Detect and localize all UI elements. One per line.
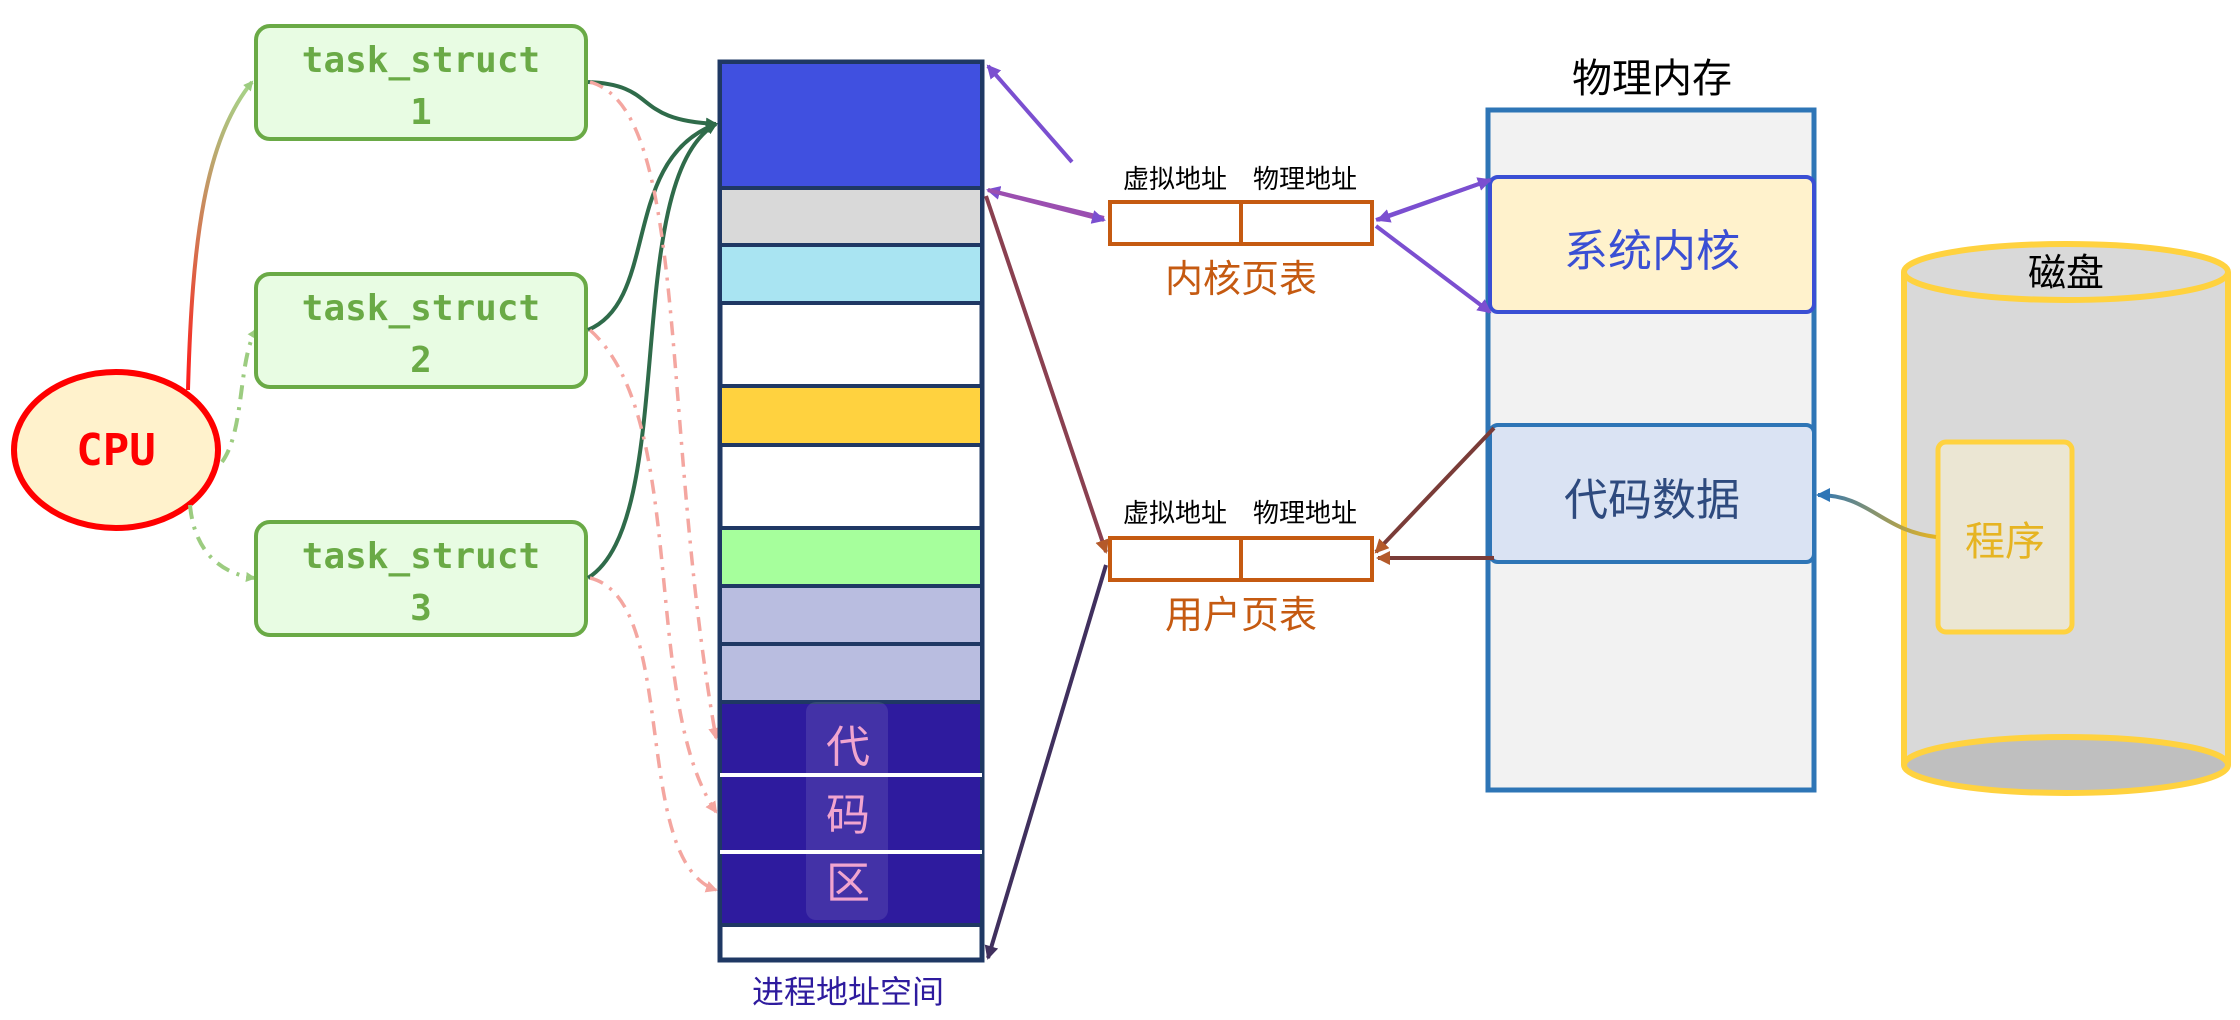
address-to-kernel-table-arrow xyxy=(987,188,1106,224)
kernel-table-to-address-top-arrow xyxy=(986,64,1074,164)
task-struct-1-name: task_struct xyxy=(302,40,540,81)
cpu-to-task2-arrow xyxy=(220,328,258,464)
cpu-to-task3-arrow xyxy=(188,504,256,582)
code-data-memory-label: 代码数据 xyxy=(1564,475,1740,526)
task-struct-3: task_struct 3 xyxy=(254,520,588,637)
kernel-memory-block xyxy=(1488,175,1816,314)
task1-to-address-space-arrow xyxy=(587,80,718,130)
process-address-space: 代 码 区 进程地址空间 xyxy=(717,59,985,1011)
kernel-table-physical-header: 物理地址 xyxy=(1253,165,1357,195)
address-space-title: 进程地址空间 xyxy=(752,973,944,1011)
kernel-table-to-memory-arrow-2 xyxy=(1374,224,1492,314)
disk-title: 磁盘 xyxy=(2028,251,2104,295)
cpu-to-task1-arrow xyxy=(186,80,254,391)
task2-to-address-space-arrow xyxy=(587,121,718,332)
user-table-physical-header: 物理地址 xyxy=(1253,499,1357,529)
segment-lavender-1 xyxy=(722,588,980,643)
segment-green xyxy=(722,530,980,585)
user-table-title: 用户页表 xyxy=(1165,593,1317,637)
code-area-segment xyxy=(722,704,980,925)
kernel-page-table: 虚拟地址 物理地址 内核页表 xyxy=(1108,165,1374,301)
task-struct-2: task_struct 2 xyxy=(254,272,588,389)
code-area-char-2: 码 xyxy=(826,790,870,841)
memory-to-kernel-table-arrow-1 xyxy=(1376,178,1491,223)
kernel-table-title: 内核页表 xyxy=(1165,257,1317,301)
segment-gray xyxy=(722,190,980,244)
kernel-table-virtual-header: 虚拟地址 xyxy=(1123,165,1227,195)
code-area-char-1: 代 xyxy=(826,722,870,773)
segment-lavender-2 xyxy=(722,646,980,701)
code-data-memory-block xyxy=(1488,423,1816,564)
segment-yellow xyxy=(722,388,980,444)
segment-light-blue xyxy=(722,247,980,302)
cpu-label: CPU xyxy=(76,425,155,476)
physical-memory: 物理内存 系统内核 代码数据 xyxy=(1485,56,1817,793)
program-label: 程序 xyxy=(1965,519,2045,565)
user-table-virtual-header: 虚拟地址 xyxy=(1123,499,1227,529)
kernel-space-segment xyxy=(722,64,980,188)
cpu-node: CPU xyxy=(11,369,221,531)
task3-to-address-space-arrow xyxy=(586,122,718,580)
code-area-char-3: 区 xyxy=(826,858,870,909)
task2-to-code-area-arrow xyxy=(588,328,718,814)
kernel-memory-label: 系统内核 xyxy=(1564,226,1740,277)
program-to-memory-arrow xyxy=(1816,488,1937,539)
user-page-table: 虚拟地址 物理地址 用户页表 xyxy=(1108,499,1374,637)
task3-to-code-area-arrow xyxy=(589,576,718,893)
program-block xyxy=(1935,439,2075,635)
task1-to-code-area-arrow xyxy=(589,80,721,740)
task-struct-3-number: 3 xyxy=(410,588,432,629)
task-struct-2-number: 2 xyxy=(410,340,432,381)
address-to-user-table-arrow xyxy=(984,195,1109,554)
task-struct-1-number: 1 xyxy=(410,92,432,133)
task-struct-2-name: task_struct xyxy=(302,288,540,329)
physical-memory-title: 物理内存 xyxy=(1572,56,1732,102)
memory-to-user-table-arrow xyxy=(1374,426,1496,554)
disk: 磁盘 程序 xyxy=(1901,241,2231,796)
user-table-to-address-bottom-arrow xyxy=(984,564,1108,960)
task-struct-1: task_struct 1 xyxy=(254,24,588,141)
task-struct-3-name: task_struct xyxy=(302,536,540,577)
